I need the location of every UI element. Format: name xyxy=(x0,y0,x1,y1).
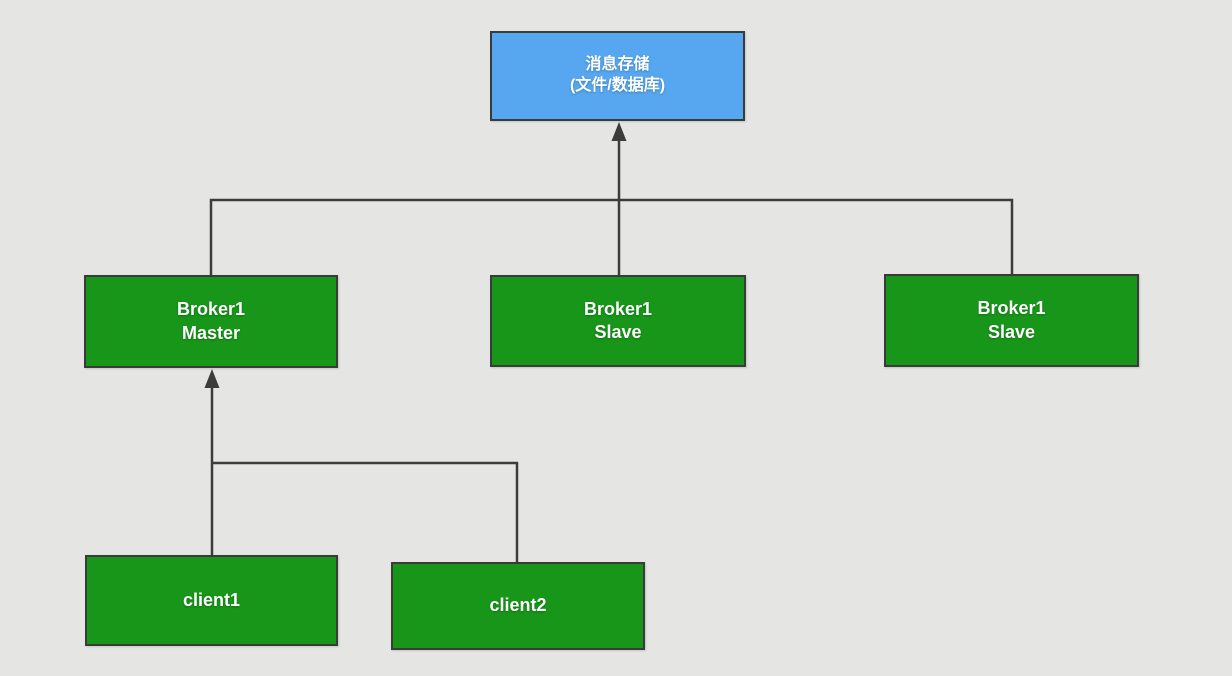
node-label-line2: Slave xyxy=(987,321,1036,342)
node-label-line1: client2 xyxy=(489,595,547,616)
node-broker1-slave-1: Broker1 Slave xyxy=(490,275,746,367)
node-label-line1: Broker1 xyxy=(977,298,1046,319)
node-broker1-master: Broker1 Master xyxy=(84,275,338,368)
node-label-line1: client1 xyxy=(182,589,241,610)
node-client1: client1 xyxy=(85,555,338,646)
node-label-line1: Broker1 xyxy=(583,298,653,319)
arrow-up-into-master xyxy=(204,369,220,388)
node-label-line2: Master xyxy=(181,322,241,343)
arrow-up-into-storage xyxy=(611,122,627,141)
node-broker1-slave-2: Broker1 Slave xyxy=(884,274,1139,367)
node-label-line1: Broker1 xyxy=(176,299,246,320)
edge-client2-to-master xyxy=(211,461,519,563)
node-label-line2: (文件/数据库) xyxy=(569,77,666,94)
node-label-line2: Slave xyxy=(594,322,642,342)
node-message-storage: 消息存储 (文件/数据库) xyxy=(490,31,745,121)
node-client2: client2 xyxy=(391,562,645,650)
node-label-line1: 消息存储 xyxy=(585,56,650,74)
edge-brokers-rail xyxy=(209,198,1014,276)
